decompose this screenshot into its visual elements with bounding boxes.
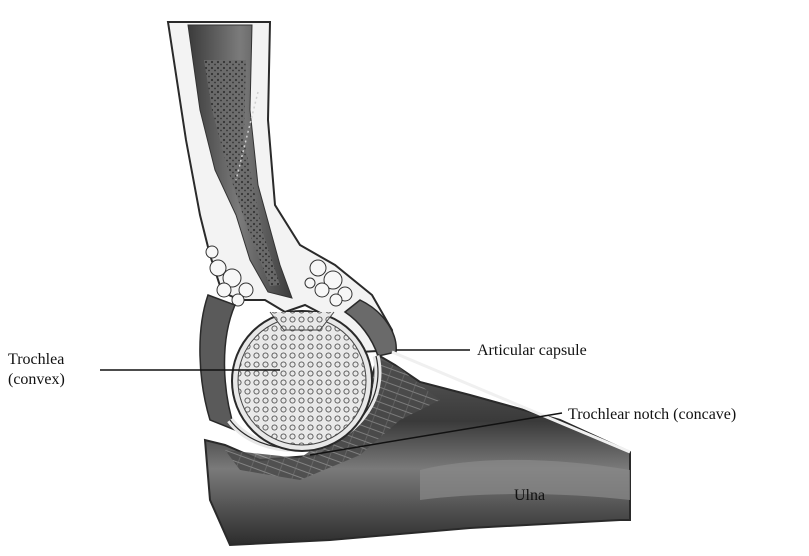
trochlea-sublabel: (convex)	[8, 370, 65, 389]
articular-capsule-label: Articular capsule	[477, 341, 587, 360]
articular-capsule-shape	[200, 295, 235, 430]
ulna-label: Ulna	[514, 486, 545, 505]
trochlear-notch-label: Trochlear notch (concave)	[568, 405, 736, 424]
trochlea-label: Trochlea	[8, 350, 64, 369]
trochlea-spongy-bone	[238, 317, 366, 445]
